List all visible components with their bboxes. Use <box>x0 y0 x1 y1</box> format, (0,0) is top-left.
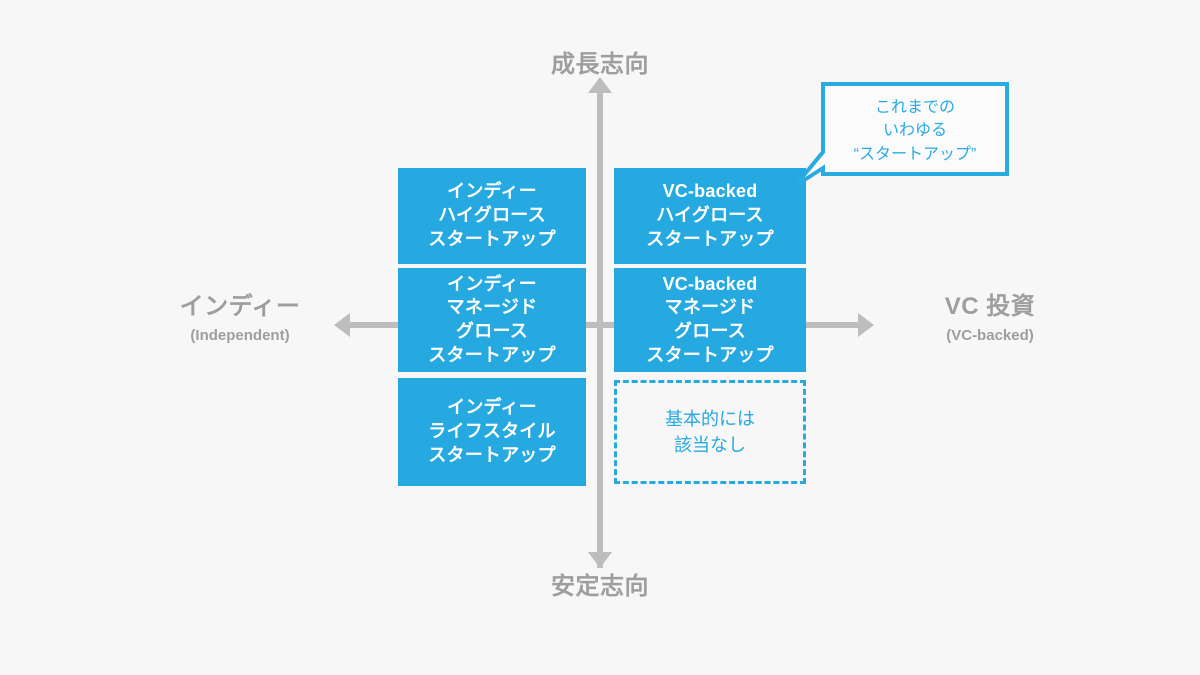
arrow-down-icon <box>588 552 612 568</box>
quadrant-line: スタートアップ <box>428 344 556 365</box>
horizontal-axis-line <box>346 322 862 328</box>
quadrant-line: インディー <box>447 397 537 418</box>
quadrant-line: スタートアップ <box>428 444 556 465</box>
quadrant-line: マネージド <box>664 297 756 318</box>
axis-label-bottom-main: 安定志向 <box>551 573 649 600</box>
axis-label-top: 成長志向 <box>450 50 750 81</box>
arrow-right-icon <box>858 313 874 337</box>
quadrant-line: VC-backed <box>662 273 758 294</box>
callout-text: これまでの いわゆる “スタートアップ” <box>823 86 1007 176</box>
vertical-axis-line <box>597 88 603 568</box>
axis-label-bottom: 安定志向 <box>450 572 750 603</box>
quadrant-line: グロース <box>674 321 746 341</box>
quadrant-box-vc-highgrowth: VC-backed ハイグロース スタートアップ <box>614 168 806 264</box>
axis-label-left: インディー (Independent) <box>130 292 350 345</box>
quadrant-line: グロース <box>456 321 528 341</box>
arrow-up-icon <box>588 77 612 93</box>
quadrant-line: インディー <box>447 273 537 294</box>
axis-label-right-main: VC 投資 <box>944 293 1036 320</box>
callout-bubble: これまでの いわゆる “スタートアップ” <box>793 82 1009 188</box>
quadrant-line: マネージド <box>446 297 538 318</box>
axis-label-left-sub: (Independent) <box>190 326 290 344</box>
quadrant-line: スタートアップ <box>646 228 774 249</box>
callout-line: これまでの <box>874 99 955 117</box>
callout-shape-icon <box>793 82 1009 188</box>
axis-label-right: VC 投資 (VC-backed) <box>880 292 1100 345</box>
callout-line: “スタートアップ” <box>853 145 977 163</box>
axis-label-right-sub: (VC-backed) <box>946 326 1034 344</box>
quadrant-box-indie-lifestyle: インディー ライフスタイル スタートアップ <box>398 378 586 486</box>
quadrant-line: 該当なし <box>674 435 746 455</box>
quadrant-line: スタートアップ <box>428 228 556 249</box>
quadrant-line: ハイグロース <box>438 205 546 226</box>
quadrant-line: ライフスタイル <box>428 421 556 442</box>
quadrant-box-vc-managed-growth: VC-backed マネージド グロース スタートアップ <box>614 268 806 372</box>
axis-label-top-main: 成長志向 <box>551 51 649 78</box>
quadrant-line: スタートアップ <box>646 344 774 365</box>
callout-line: いわゆる <box>882 122 947 140</box>
quadrant-box-indie-managed-growth: インディー マネージド グロース スタートアップ <box>398 268 586 372</box>
arrow-left-icon <box>334 313 350 337</box>
quadrant-line: 基本的には <box>665 408 755 429</box>
axis-label-left-main: インディー <box>179 293 301 320</box>
quadrant-line: VC-backed <box>662 181 758 202</box>
quadrant-box-none: 基本的には 該当なし <box>614 380 806 484</box>
quadrant-line: インディー <box>447 181 537 202</box>
quadrant-line: ハイグロース <box>656 205 764 226</box>
quadrant-box-indie-highgrowth: インディー ハイグロース スタートアップ <box>398 168 586 264</box>
